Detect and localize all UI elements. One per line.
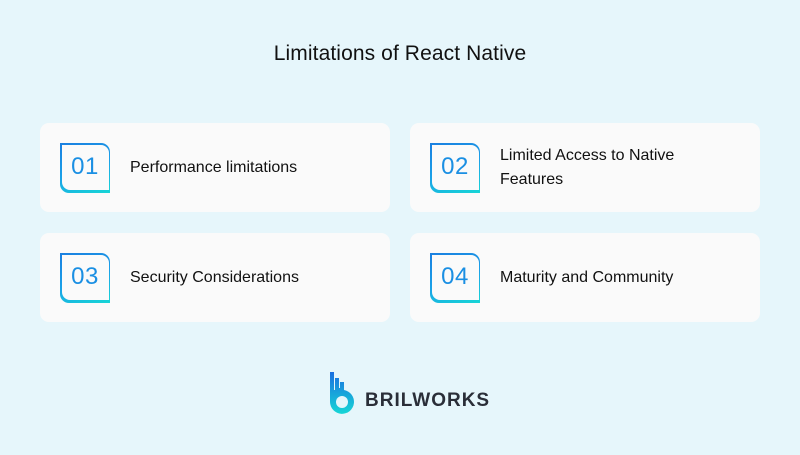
- card-label: Limited Access to Native Features: [500, 146, 675, 188]
- card-label: Security Considerations: [130, 268, 299, 286]
- card-label: Maturity and Community: [500, 268, 674, 286]
- brand-name: BRILWORKS: [365, 390, 491, 411]
- limitation-card-2: 02 Limited Access to Native Features: [410, 123, 760, 212]
- page-title: Limitations of React Native: [273, 42, 527, 65]
- brand-logo: BRILWORKS: [328, 372, 490, 416]
- number-label: 01: [71, 153, 99, 181]
- number-badge: 02: [430, 143, 480, 193]
- brilworks-logo-icon: [330, 372, 354, 414]
- number-badge: 04: [430, 253, 480, 303]
- number-label: 04: [441, 263, 469, 291]
- limitation-card-4: 04 Maturity and Community: [410, 233, 760, 322]
- card-label: Performance limitations: [130, 158, 298, 176]
- limitation-card-3: 03 Security Considerations: [40, 233, 390, 322]
- number-label: 03: [71, 263, 99, 291]
- number-label: 02: [441, 153, 469, 181]
- limitation-card-1: 01 Performance limitations: [40, 123, 390, 212]
- number-badge: 03: [60, 253, 110, 303]
- number-badge: 01: [60, 143, 110, 193]
